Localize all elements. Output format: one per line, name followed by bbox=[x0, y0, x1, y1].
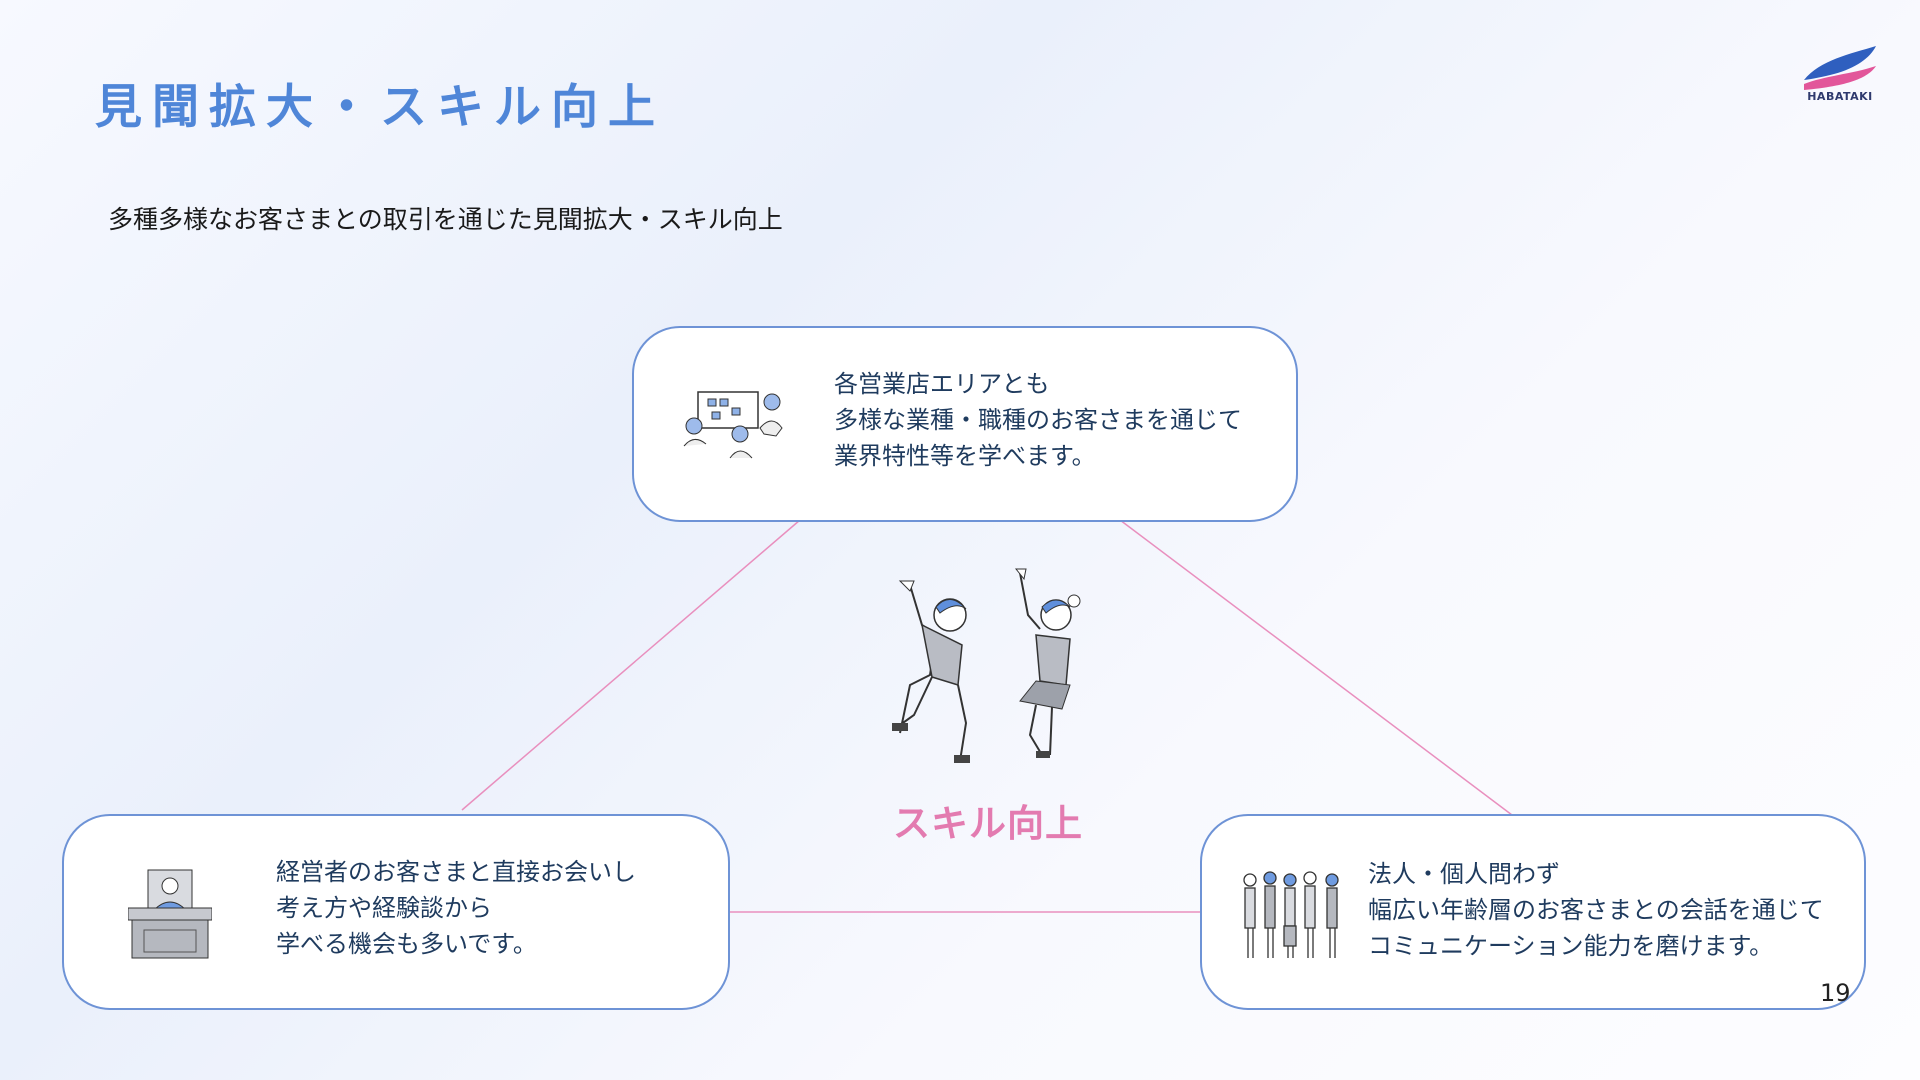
card-communication-text: 法人・個人問わず 幅広い年齢層のお客さまとの会話を通じて コミュニケーション能力… bbox=[1368, 856, 1824, 964]
connector-top-left bbox=[462, 520, 800, 810]
skill-up-label: スキル向上 bbox=[893, 793, 1083, 847]
card-executive-meetings: 経営者のお客さまと直接お会いし 考え方や経験談から 学べる機会も多いです。 bbox=[62, 814, 730, 1010]
card-line: 多様な業種・職種のお客さまを通じて bbox=[834, 402, 1242, 438]
diverse-customers-icon bbox=[1240, 868, 1344, 962]
card-industry-learning: 各営業店エリアとも 多様な業種・職種のお客さまを通じて 業界特性等を学べます。 bbox=[632, 326, 1298, 522]
card-line: 業界特性等を学べます。 bbox=[834, 438, 1242, 474]
card-line: 法人・個人問わず bbox=[1368, 856, 1824, 892]
card-line: コミュニケーション能力を磨けます。 bbox=[1368, 928, 1824, 964]
executive-desk-icon bbox=[128, 864, 212, 960]
card-line: 幅広い年齢層のお客さまとの会話を通じて bbox=[1368, 892, 1824, 928]
card-industry-text: 各営業店エリアとも 多様な業種・職種のお客さまを通じて 業界特性等を学べます。 bbox=[834, 366, 1242, 474]
team-meeting-icon bbox=[680, 388, 784, 464]
card-executive-text: 経営者のお客さまと直接お会いし 考え方や経験談から 学べる機会も多いです。 bbox=[276, 854, 636, 962]
card-line: 学べる機会も多いです。 bbox=[276, 926, 636, 962]
card-communication-skills: 法人・個人問わず 幅広い年齢層のお客さまとの会話を通じて コミュニケーション能力… bbox=[1200, 814, 1866, 1010]
page-number: 19 bbox=[1820, 979, 1851, 1007]
card-line: 経営者のお客さまと直接お会いし bbox=[276, 854, 636, 890]
celebrating-people-illustration bbox=[870, 555, 1100, 785]
connector-top-right bbox=[1120, 520, 1512, 815]
card-line: 各営業店エリアとも bbox=[834, 366, 1242, 402]
card-line: 考え方や経験談から bbox=[276, 890, 636, 926]
